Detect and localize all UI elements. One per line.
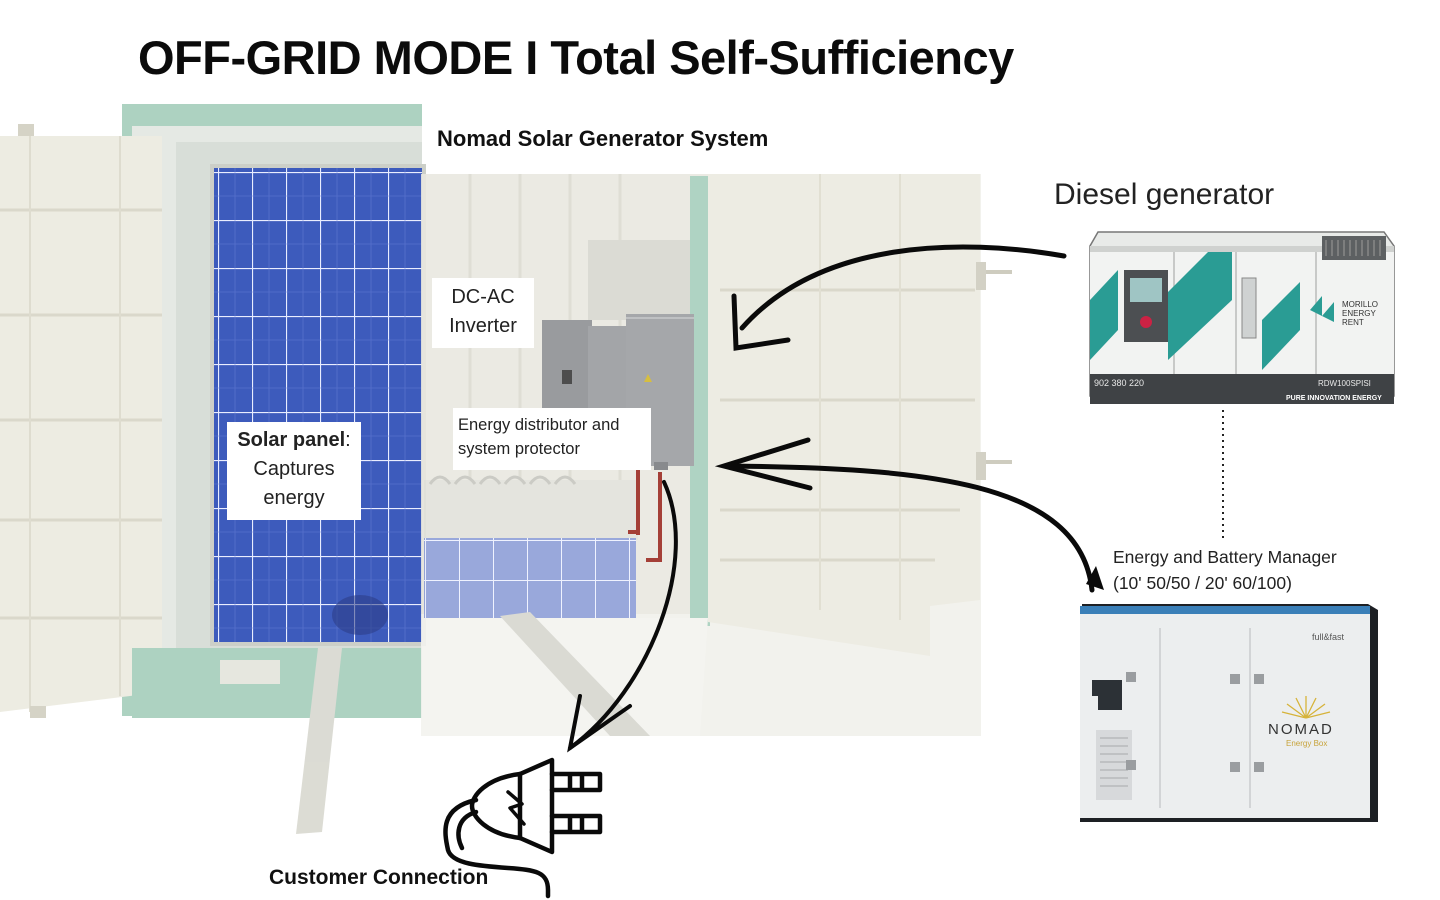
generator-slogan: PURE INNOVATION ENERGY	[1286, 395, 1382, 402]
generator-brand-line1: MORILLO	[1342, 300, 1378, 309]
manager-label-line1: Energy and Battery Manager	[1113, 547, 1337, 567]
distributor-label-line2: system protector	[458, 440, 580, 458]
battery-manager-label: Energy and Battery Manager (10' 50/50 / …	[1113, 544, 1337, 596]
solar-label-line2: Captures	[253, 458, 335, 480]
generator-brand-line2: ENERGY	[1342, 309, 1376, 318]
generator-model: RDW100SPISI	[1318, 379, 1371, 388]
arrow-distributor-to-customer	[568, 480, 678, 750]
customer-connection-label: Customer Connection	[269, 866, 489, 889]
inverter-label: DC-AC Inverter	[432, 278, 534, 348]
sun-logo-icon	[1281, 696, 1331, 719]
distributor-label: Energy distributor and system protector	[453, 408, 651, 470]
solar-label-line3: energy	[263, 487, 325, 509]
manager-label-line2: (10' 50/50 / 20' 60/100)	[1113, 573, 1292, 593]
manager-brand: NOMAD	[1268, 721, 1334, 738]
battery-manager: full&fast NOMAD Energy Box	[1080, 604, 1378, 822]
page-title: OFF-GRID MODE I Total Self-Sufficiency	[138, 31, 1014, 84]
diesel-generator-label: Diesel generator	[1054, 178, 1275, 211]
manager-sub-brand: Energy Box	[1286, 739, 1327, 748]
generator-brand-line3: RENT	[1342, 318, 1364, 327]
solar-panel-label: Solar panel: Captures energy	[227, 422, 361, 520]
manager-corner-brand: full&fast	[1312, 632, 1345, 642]
system-title: Nomad Solar Generator System	[437, 126, 769, 151]
solar-label-title: Solar panel	[237, 429, 346, 451]
left-container	[0, 104, 426, 834]
distributor-label-line1: Energy distributor and	[458, 416, 620, 434]
plug-icon	[443, 757, 603, 899]
generator-phone: 902 380 220	[1094, 378, 1144, 388]
solar-label-colon: :	[345, 429, 351, 451]
inverter-label-line2: Inverter	[449, 315, 517, 337]
arrow-manager-to-distributor	[723, 463, 1095, 593]
diesel-generator: MORILLO ENERGY RENT 902 380 220 RDW100SP…	[1089, 231, 1395, 404]
inverter-label-line1: DC-AC	[451, 286, 515, 308]
arrow-generator-to-inverter	[739, 244, 1067, 331]
arrows	[567, 244, 1104, 753]
